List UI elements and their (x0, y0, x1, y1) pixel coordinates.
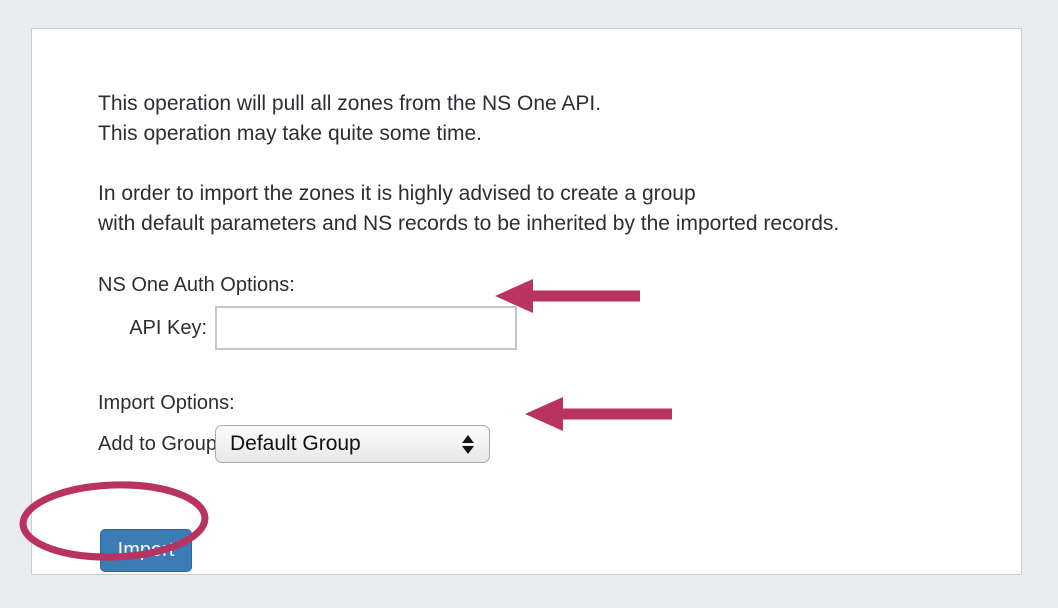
import-zones-panel: This operation will pull all zones from … (31, 28, 1022, 575)
intro-line-2: This operation may take quite some time. (98, 122, 483, 145)
api-key-label: API Key: (129, 316, 207, 339)
intro-line-3: In order to import the zones it is highl… (98, 182, 696, 205)
add-to-group-select-wrapper: Default Group (215, 425, 490, 463)
add-to-group-label: Add to Group: (98, 432, 223, 455)
intro-paragraph-one: This operation will pull all zones from … (98, 89, 601, 149)
add-to-group-field-row: Add to Group: Default Group (98, 425, 490, 463)
auth-options-heading: NS One Auth Options: (98, 274, 295, 296)
import-button[interactable]: Import (100, 529, 192, 572)
intro-paragraph-two: In order to import the zones it is highl… (98, 179, 839, 239)
add-to-group-select[interactable]: Default Group (215, 425, 490, 463)
api-key-field-row: API Key: (98, 306, 517, 350)
api-key-input[interactable] (215, 306, 517, 350)
intro-line-4: with default parameters and NS records t… (98, 212, 840, 235)
import-options-heading: Import Options: (98, 392, 235, 414)
intro-line-1: This operation will pull all zones from … (98, 92, 602, 115)
